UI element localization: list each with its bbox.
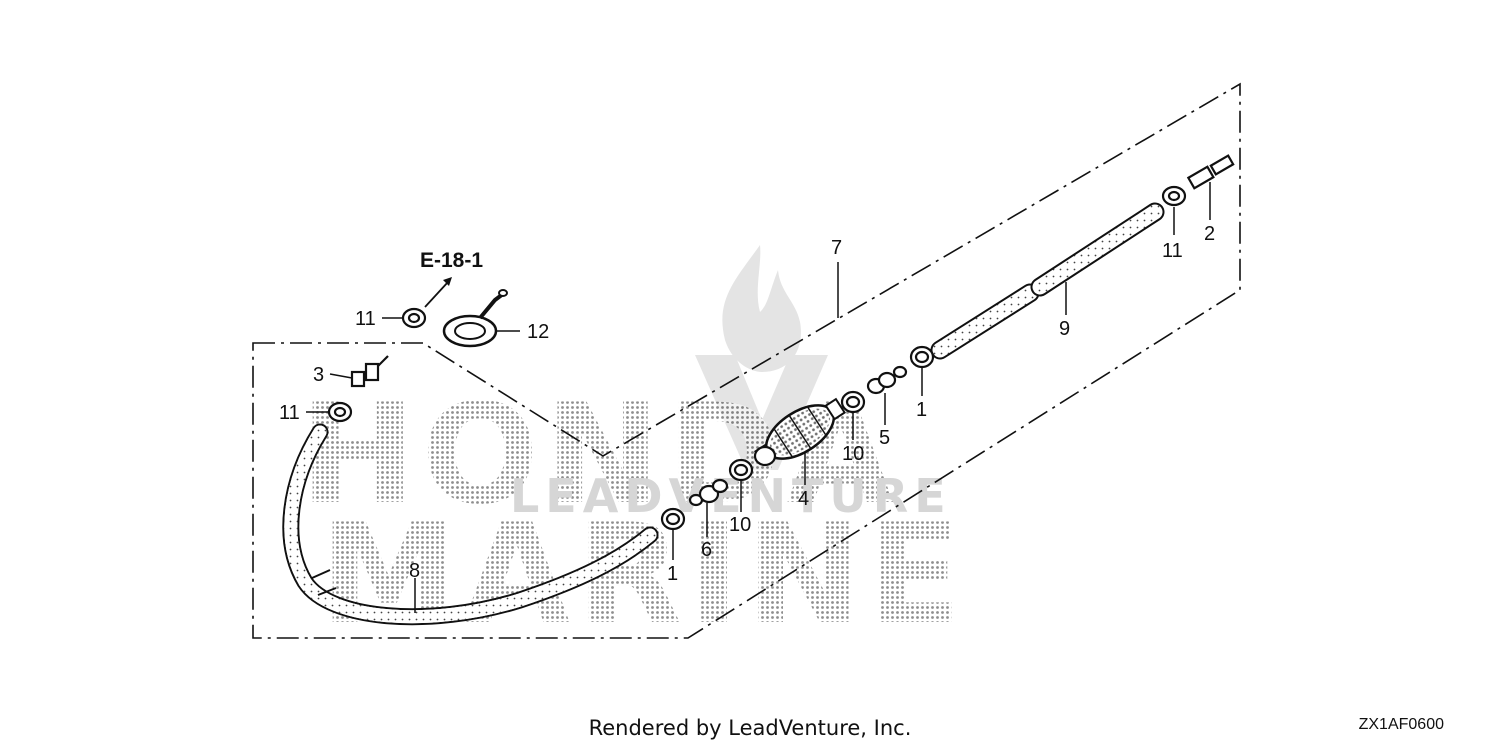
callout-10-upper[interactable]: 10 (842, 443, 864, 465)
callout-4[interactable]: 4 (798, 488, 809, 510)
callout-7[interactable]: 7 (831, 237, 842, 259)
callouts: 11 11 11 3 12 7 9 2 1 1 6 10 10 4 5 8 (279, 223, 1215, 585)
callout-11-left[interactable]: 11 (279, 402, 300, 424)
tank-joint-12 (442, 289, 508, 348)
callout-10-lower[interactable]: 10 (729, 514, 751, 536)
callout-6[interactable]: 6 (701, 539, 712, 561)
fittings (327, 154, 1235, 531)
diagram-code: ZX1AF0600 (1358, 716, 1444, 733)
callout-12[interactable]: 12 (527, 321, 549, 343)
watermark-sub: LEADVENTURE (510, 469, 952, 523)
reference-e-18-1[interactable]: E-18-1 (420, 249, 483, 272)
leader-lines (306, 182, 1211, 613)
hose-9 (930, 202, 1165, 360)
callout-11-right[interactable]: 11 (1162, 240, 1183, 262)
watermark: HONDA MARINE LEADVENTURE (300, 245, 968, 655)
callout-3[interactable]: 3 (313, 364, 324, 386)
callout-2[interactable]: 2 (1204, 223, 1215, 245)
callout-5[interactable]: 5 (879, 427, 890, 449)
watermark-line-2: MARINE (320, 494, 968, 655)
callout-9[interactable]: 9 (1059, 318, 1070, 340)
render-credit: Rendered by LeadVenture, Inc. (588, 716, 912, 740)
callout-1-upper[interactable]: 1 (916, 399, 927, 421)
flame-logo-icon (722, 245, 801, 372)
callout-11-top[interactable]: 11 (355, 308, 376, 330)
assembly-boundary (252, 82, 1241, 639)
callout-8[interactable]: 8 (409, 560, 420, 582)
hose-8 (282, 423, 659, 626)
callout-1-lower[interactable]: 1 (667, 563, 678, 585)
